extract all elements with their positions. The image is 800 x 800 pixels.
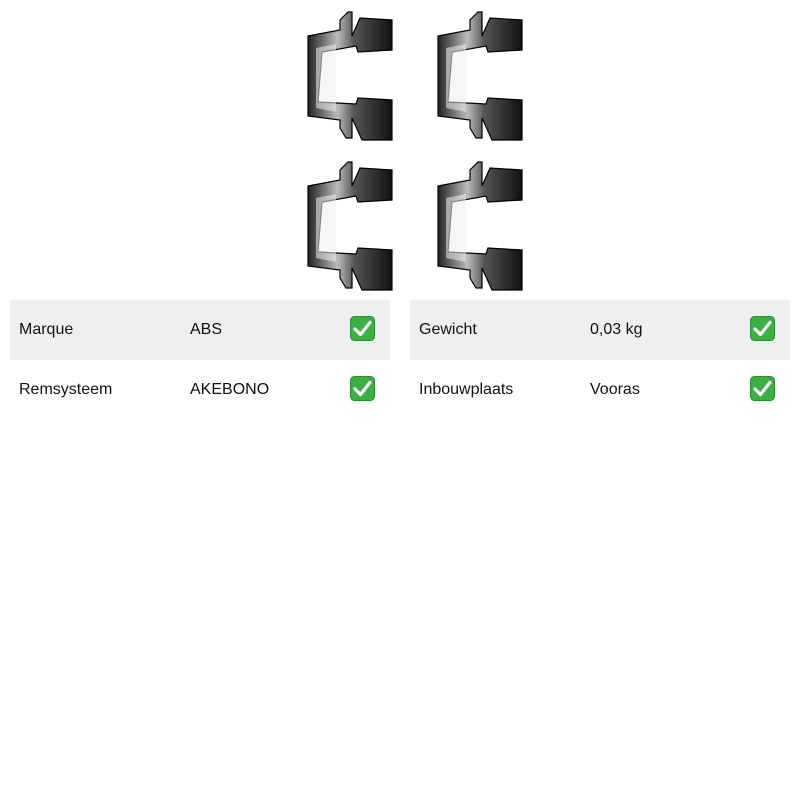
spec-label: Gewicht	[419, 321, 477, 338]
spec-row: Gewicht 0,03 kg	[410, 300, 790, 360]
check-icon	[750, 316, 775, 341]
spec-value: AKEBONO	[190, 381, 270, 398]
check-icon	[750, 376, 775, 401]
spec-label: Marque	[19, 321, 74, 338]
spec-row: Remsysteem AKEBONO	[10, 360, 390, 420]
brake-clip-icon	[430, 158, 530, 292]
spec-table-left: Marque ABS Remsysteem AKEBONO	[10, 300, 390, 420]
spec-value: 0,03 kg	[590, 321, 643, 338]
check-icon	[350, 376, 375, 401]
spec-value: Vooras	[590, 381, 640, 398]
spec-value: ABS	[190, 321, 223, 338]
product-image	[290, 8, 530, 292]
spec-table-right: Gewicht 0,03 kg Inbouwplaats Vooras	[410, 300, 790, 420]
brake-clip-icon	[300, 8, 400, 142]
spec-label: Inbouwplaats	[419, 381, 514, 398]
spec-label: Remsysteem	[19, 381, 113, 398]
check-icon	[350, 316, 375, 341]
brake-clip-icon	[300, 158, 400, 292]
spec-row: Inbouwplaats Vooras	[410, 360, 790, 420]
brake-clip-icon	[430, 8, 530, 142]
spec-row: Marque ABS	[10, 300, 390, 360]
